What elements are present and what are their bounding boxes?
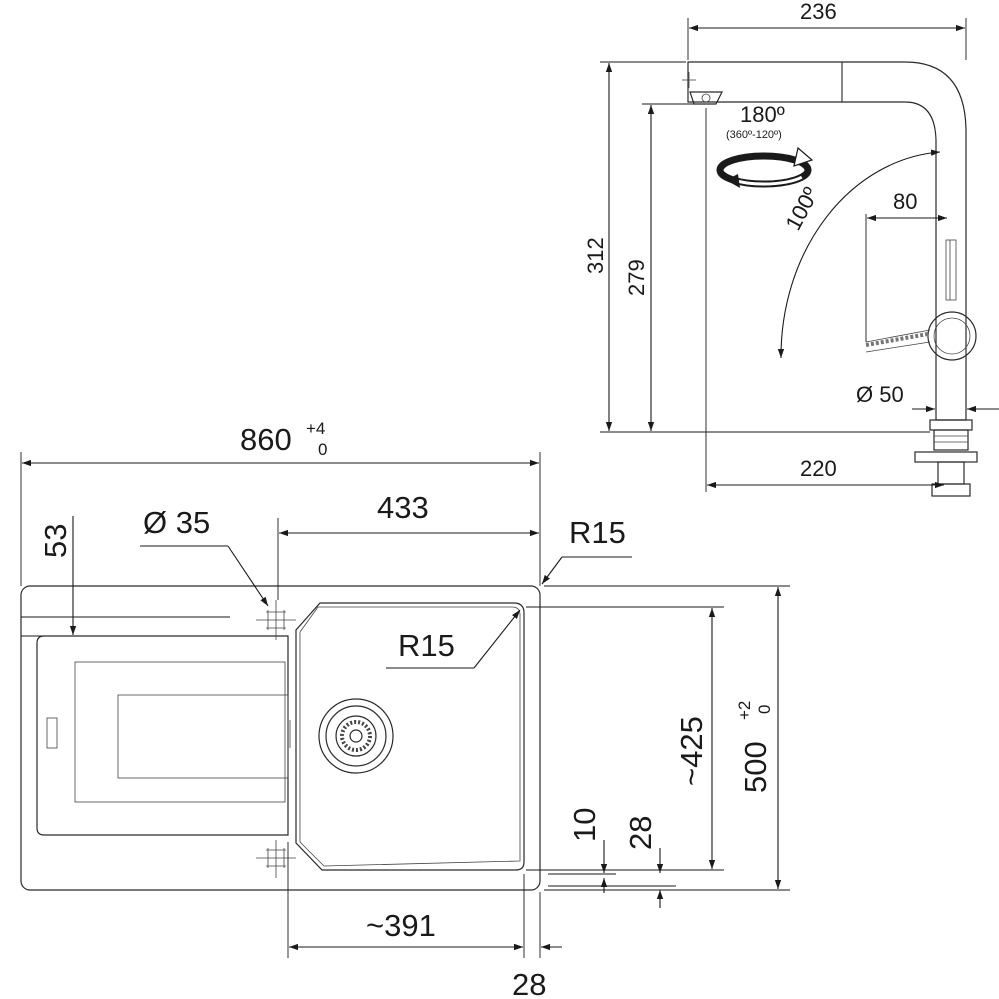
label-side-offset: 28: [512, 967, 546, 999]
label-bowl-radius: R15: [398, 628, 455, 663]
sink-plan-view: 860 +4 0 433 Ø 35 53 R15 R15 ~425 500: [20, 419, 790, 999]
label-spout-height: 279: [624, 259, 649, 296]
label-overall-depth-tol-upper: +2: [735, 701, 754, 720]
label-top-offset: 53: [38, 524, 73, 558]
label-reach-bottom: 220: [800, 456, 837, 481]
drainer-inner-panel: [117, 694, 289, 779]
label-bottom-offset-a: 10: [567, 808, 602, 842]
drainer-rim: [36, 635, 289, 836]
label-overall-width-tol-lower: 0: [318, 440, 327, 459]
label-outer-radius: R15: [569, 515, 626, 550]
label-tap-hole-diameter: Ø 35: [143, 505, 210, 540]
label-bowl-width: 433: [377, 490, 429, 525]
tap-handle: [927, 311, 977, 361]
label-reach-top: 236: [800, 0, 837, 24]
tap-spout: [842, 61, 967, 300]
tap-hole-top: [256, 600, 296, 640]
label-overall-depth: 500: [738, 741, 773, 793]
swivel-arrow-icon: [716, 146, 814, 188]
label-pullout-angle: 100º: [780, 183, 823, 234]
label-handle-offset: 80: [893, 189, 917, 214]
label-base-diameter: Ø 50: [856, 382, 904, 407]
drainer-tab: [46, 717, 58, 749]
sink-outline: [20, 585, 541, 891]
label-bottom-offset-b: 28: [623, 816, 658, 850]
label-overall-width-tol-upper: +4: [306, 419, 325, 438]
tap-side-view: 236 312 279 180º (360º-120º) 100º 80 Ø 5…: [583, 0, 999, 497]
label-bowl-depth: ~425: [674, 716, 709, 786]
label-overall-depth-tol-lower: 0: [755, 705, 774, 714]
bowl-outline: [295, 602, 525, 871]
label-bowl-bottom-width: ~391: [366, 908, 436, 943]
drainer-groove: [74, 661, 286, 803]
label-swivel-range: (360º-120º): [726, 129, 782, 141]
label-total-height: 312: [583, 237, 608, 274]
label-overall-width: 860: [240, 422, 292, 457]
label-swivel-angle: 180º: [740, 102, 785, 127]
waste-outlet: [318, 698, 394, 774]
tap-hole-bottom: [256, 840, 296, 878]
